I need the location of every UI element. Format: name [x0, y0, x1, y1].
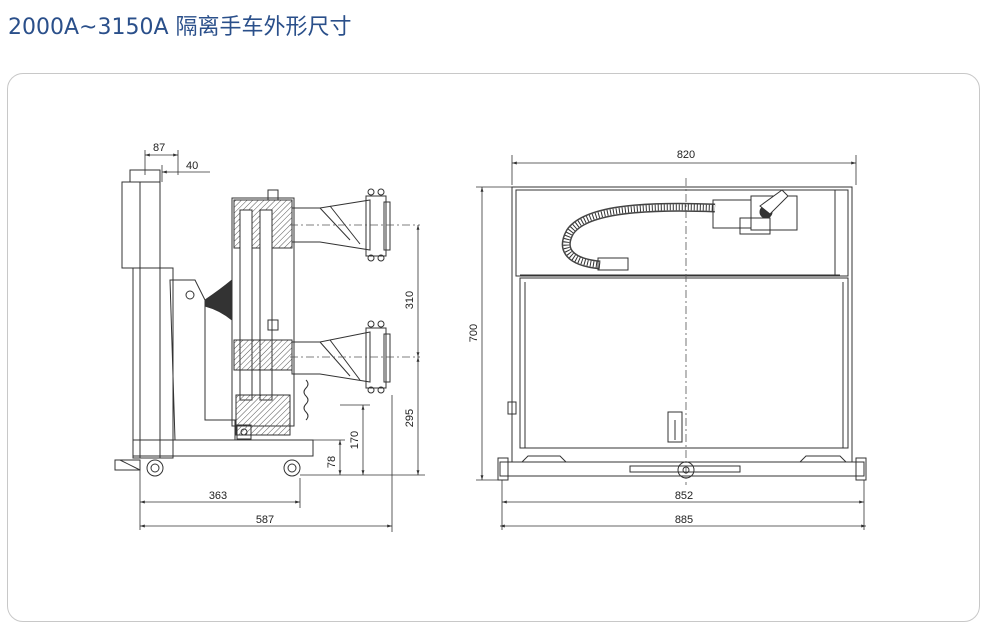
side-dimensions: [139, 150, 425, 532]
dim-40: 40: [186, 160, 198, 172]
dim-363: 363: [209, 490, 227, 502]
dim-170: 170: [349, 431, 361, 449]
page-title: 2000A~3150A 隔离手车外形尺寸: [8, 15, 352, 40]
drawing-frame: [7, 73, 980, 622]
front-dimensions: [476, 155, 866, 530]
front-view: [497, 186, 867, 481]
wheel-front: [146, 459, 164, 477]
dim-587: 587: [256, 514, 274, 526]
dim-78: 78: [326, 456, 338, 468]
dim-820: 820: [677, 149, 695, 161]
front-frame: [132, 267, 174, 459]
front-base-rail: [499, 461, 865, 477]
dim-885: 885: [675, 514, 693, 526]
dim-87: 87: [153, 142, 165, 154]
dim-310: 310: [404, 291, 416, 309]
dim-295: 295: [404, 409, 416, 427]
dim-700: 700: [468, 324, 480, 342]
front-panel-top: [121, 181, 161, 269]
dim-852: 852: [675, 490, 693, 502]
wheel-rear: [283, 459, 301, 477]
side-view: [114, 169, 391, 477]
